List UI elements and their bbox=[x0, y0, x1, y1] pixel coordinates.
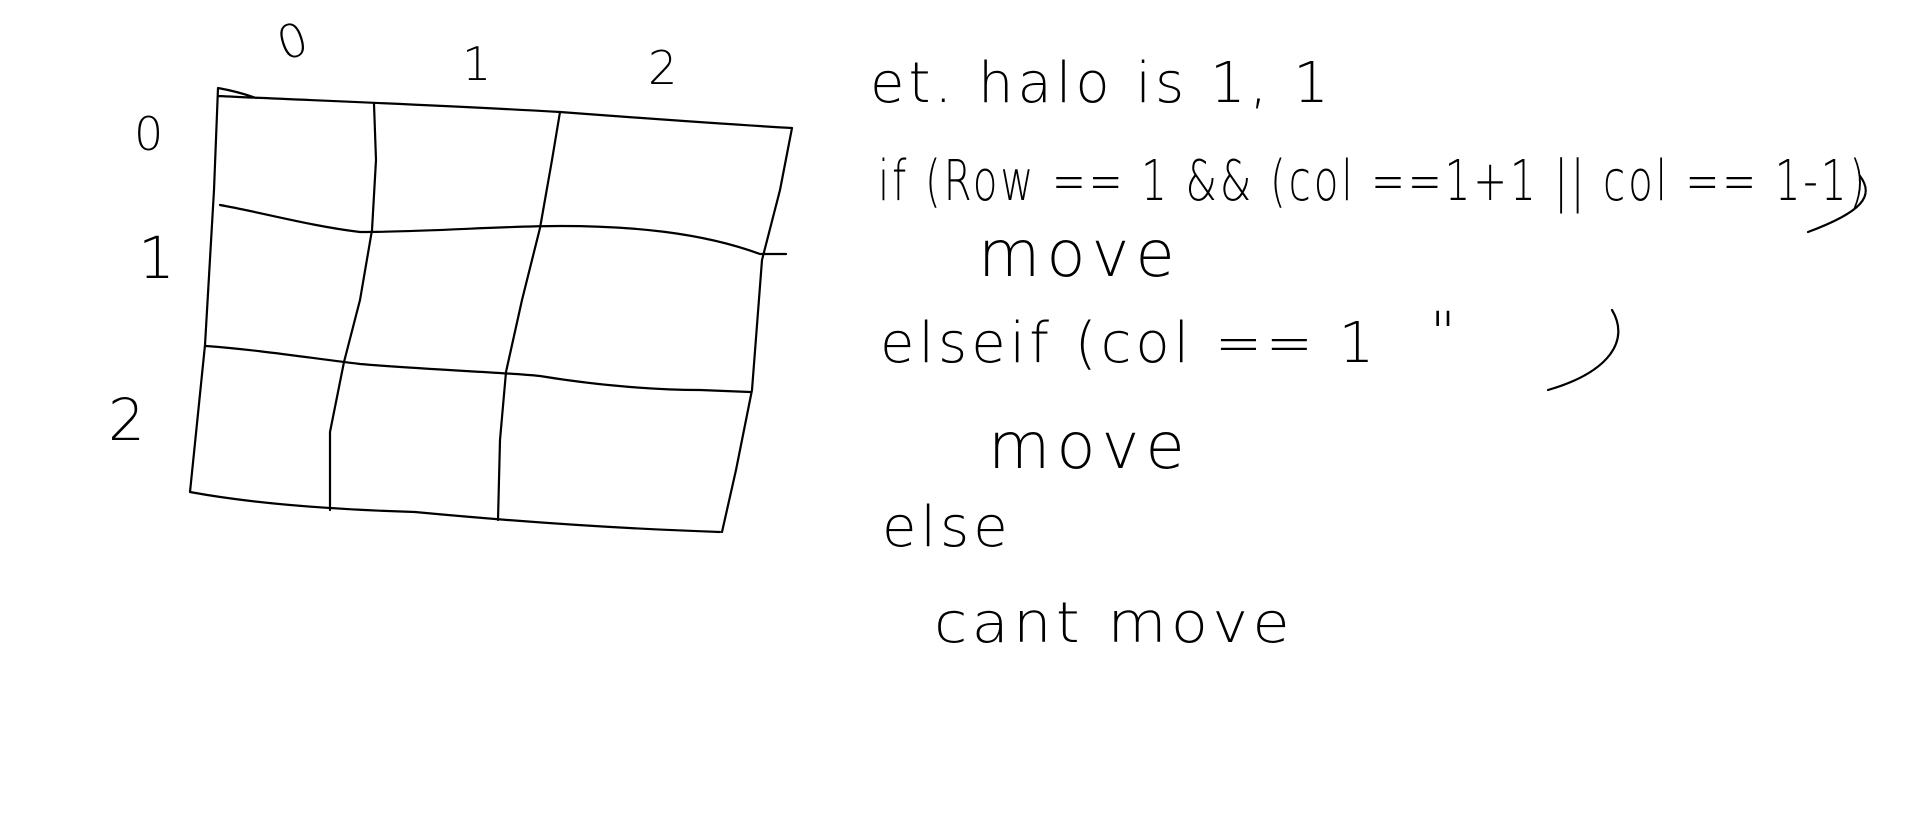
grid-row-divider-2 bbox=[204, 344, 752, 394]
note-line-2: if (Row == 1 && (col ==1+1 || col == 1-1… bbox=[878, 149, 1868, 214]
grid-col-divider-1 bbox=[328, 102, 378, 512]
row-label-2: 2 bbox=[108, 386, 145, 454]
note-line-4-closing-paren bbox=[1546, 308, 1620, 392]
row-label-1: 1 bbox=[138, 224, 175, 292]
note-line-2-closing-stroke bbox=[1806, 174, 1867, 234]
row-label-0: 0 bbox=[134, 107, 163, 161]
note-line-7: cant move bbox=[934, 591, 1294, 656]
note-line-1: et. halo is 1, 1 bbox=[870, 51, 1333, 116]
column-label-2: 2 bbox=[648, 41, 677, 95]
column-label-1: 1 bbox=[462, 37, 491, 91]
grid-row-divider-1 bbox=[218, 203, 788, 256]
pseudocode-notes: et. halo is 1, 1 if (Row == 1 && (col ==… bbox=[870, 51, 1868, 656]
note-line-4: elseif (col == 1 bbox=[880, 311, 1378, 376]
note-line-4-ditto: " bbox=[1430, 301, 1460, 366]
note-line-5: move bbox=[988, 410, 1191, 484]
note-line-3: move bbox=[978, 218, 1181, 292]
column-label-0: 0 bbox=[270, 11, 315, 71]
note-line-6: else bbox=[882, 495, 1012, 560]
grid-3x3 bbox=[188, 86, 794, 534]
grid-outer-border bbox=[188, 86, 794, 534]
grid-col-divider-2 bbox=[496, 110, 562, 522]
